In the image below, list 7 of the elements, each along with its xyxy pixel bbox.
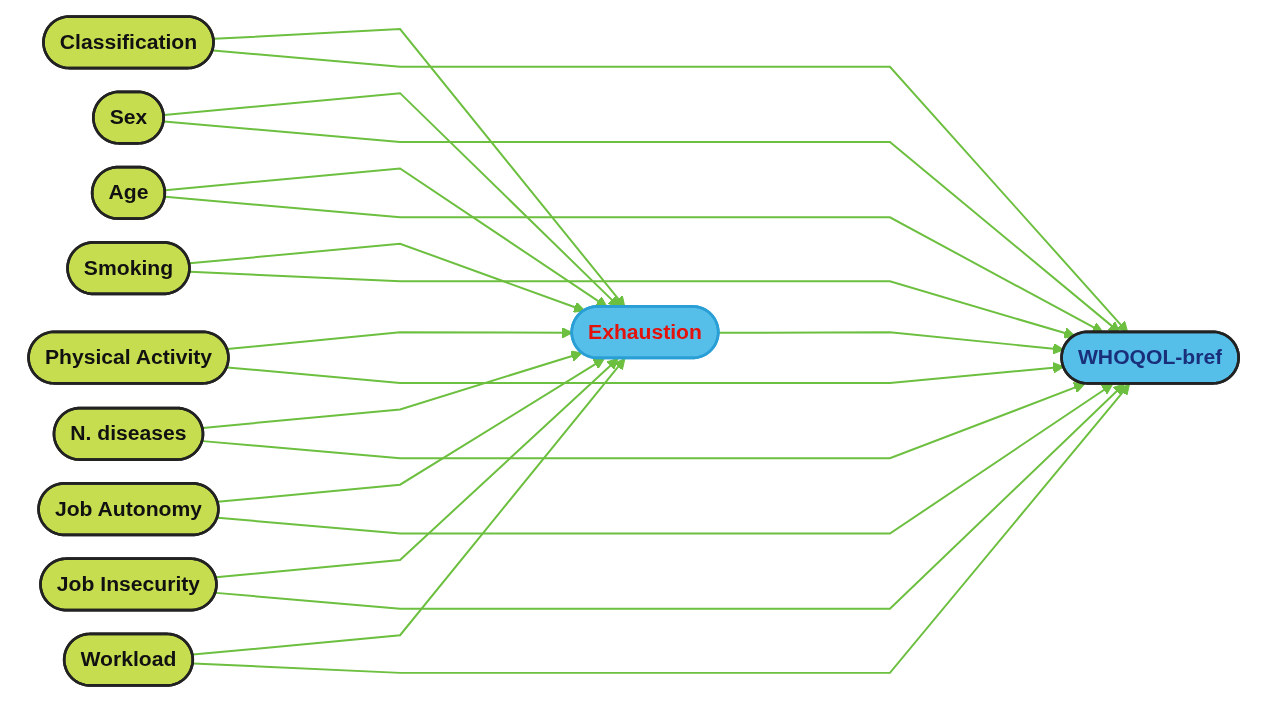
- arrow: [192, 383, 1130, 674]
- arrow: [226, 361, 1065, 384]
- arrow: [188, 242, 586, 313]
- arrow: [214, 358, 619, 579]
- arrow: [216, 383, 1114, 535]
- arrow: [216, 358, 605, 503]
- arrow: [201, 382, 1086, 460]
